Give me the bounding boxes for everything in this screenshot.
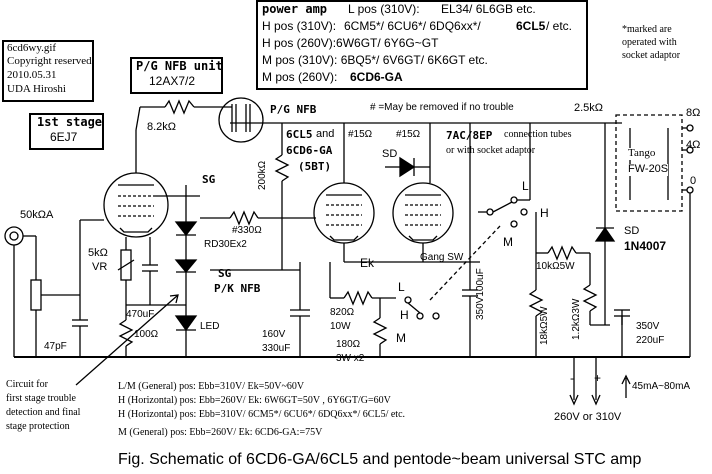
sw-m-lower: M — [396, 331, 406, 345]
r-330: #330Ω — [232, 225, 262, 236]
power-amp-l-tubes: EL34/ 6L6GB etc. — [441, 2, 536, 16]
sw-l-upper: L — [522, 179, 529, 193]
r-15-a: #15Ω — [348, 129, 373, 140]
power-amp-h310-tail: / etc. — [546, 19, 573, 33]
c-470uf: 470uF — [126, 309, 155, 320]
tube-7ac-8ep: 7AC/8EP — [446, 129, 493, 142]
gang-sw-label: Gang SW — [420, 252, 464, 263]
pg-nfb-label: P/G NFB — [270, 103, 317, 116]
c-350v-100uf: 350V100uF — [475, 268, 486, 320]
conn-tubes-1: connection tubes — [504, 129, 572, 140]
led-label: LED — [200, 321, 220, 332]
file-date: 2010.05.31 — [7, 69, 57, 81]
pg-nfb-unit-title: P/G NFB unit — [136, 59, 223, 73]
current-label: 45mA~80mA — [632, 381, 691, 392]
c-330uf: 330uF — [262, 343, 291, 354]
sg-lower-label: SG — [218, 267, 232, 280]
power-amp-m260-label: M pos (260V): — [262, 70, 338, 84]
w-3x2: 3W x2 — [336, 353, 365, 364]
supply-minus: - — [570, 371, 574, 385]
power-amp-m310: M pos (310V): 6BQ5*/ 6V6GT/ 6K6GT etc. — [262, 53, 488, 67]
sw-h-upper: H — [540, 206, 549, 220]
r-15-b: #15Ω — [396, 129, 421, 140]
power-amp-m260-bold: 6CD6-GA — [350, 70, 403, 84]
supply-plus: + — [594, 371, 602, 385]
first-stage-title: 1st stage — [37, 115, 103, 129]
sw-h-lower: H — [400, 308, 409, 322]
diode-1n4007: 1N4007 — [624, 239, 667, 253]
sd-label-tube: SD — [382, 148, 398, 160]
circuit-note-2: first stage trouble — [6, 393, 76, 404]
mode-line-2: H (Horizontal) pos: Ebb=260V/ Ek: 6W6GT=… — [118, 395, 391, 406]
r-820: 820Ω — [330, 307, 355, 318]
vr-label: VR — [92, 261, 108, 273]
pk-nfb-label: P/K NFB — [214, 282, 261, 295]
first-stage-box — [29, 113, 104, 150]
r-200k: 200kΩ — [257, 160, 268, 190]
power-amp-h260: H pos (260V):6W6GT/ 6Y6G~GT — [262, 36, 439, 50]
ek-label: Ek — [360, 256, 375, 270]
rd30-zener: RD30Ex2 — [204, 239, 247, 250]
circuit-note-3: detection and final — [6, 407, 81, 418]
figure-caption: Fig. Schematic of 6CD6-GA/6CL5 and pento… — [118, 451, 642, 468]
mode-line-4: M (General) pos: Ebb=260V/ Ek: 6CD6-GA:=… — [118, 427, 323, 438]
may-remove-note: # =May be removed if no trouble — [370, 102, 514, 113]
file-copyright: Copyright reserved — [7, 55, 92, 67]
c-350v: 350V — [636, 321, 660, 332]
socket-note-2: operated with — [622, 37, 677, 48]
mode-line-3: H (Horizontal) pos: Ebb=310V/ 6CM5*/ 6CU… — [118, 409, 406, 420]
power-amp-h310-label: H pos (310V): — [262, 19, 337, 33]
pg-nfb-unit-box — [130, 57, 223, 94]
out-tube-6cl5: 6CL5 — [286, 128, 313, 141]
sw-m-upper: M — [503, 235, 513, 249]
r-2-5k: 2.5kΩ — [574, 102, 604, 114]
sg-upper-label: SG — [202, 173, 216, 186]
socket-note-1: *marked are — [622, 24, 672, 35]
tango-label: Tango — [628, 147, 656, 160]
r-100: 100Ω — [134, 329, 159, 340]
r-10k: 10kΩ5W — [536, 261, 575, 272]
file-name: 6cd6wy.gif — [7, 42, 57, 54]
out-tube-and: and — [316, 128, 335, 140]
file-author: UDA Hiroshi — [7, 83, 66, 95]
w-10: 10W — [330, 321, 351, 332]
r-50k: 50kΩA — [20, 209, 54, 221]
sw-l-lower: L — [398, 280, 405, 294]
pg-nfb-unit-tube: 12AX7/2 — [149, 74, 196, 88]
r-18k: 18kΩ5W — [539, 306, 550, 345]
power-amp-title: power amp — [262, 2, 328, 16]
r-5k: 5kΩ — [88, 247, 108, 259]
c-160v: 160V — [262, 329, 286, 340]
sd-diode-label: SD — [624, 225, 640, 237]
circuit-note-1: Circuit for — [6, 379, 48, 390]
fw20s-label: FW-20S — [628, 163, 669, 176]
r-1-2k: 1.2kΩ3W — [571, 298, 582, 340]
socket-note-3: socket adaptor — [622, 50, 681, 61]
out-tube-6cd6: 6CD6-GA — [286, 144, 333, 157]
supply-voltage: 260V or 310V — [554, 411, 622, 423]
r-8-2k: 8.2kΩ — [147, 121, 177, 133]
first-stage-tube: 6EJ7 — [50, 130, 78, 144]
out-0: 0 — [690, 175, 697, 187]
r-180: 180Ω — [336, 339, 361, 350]
power-amp-h310-bold: 6CL5 — [516, 19, 546, 33]
conn-tubes-2: or with socket adaptor — [446, 145, 536, 156]
power-amp-h310-tubes: 6CM5*/ 6CU6*/ 6DQ6xx*/ — [344, 19, 481, 33]
out-8-ohm: 8Ω — [686, 107, 701, 119]
circuit-note-4: stage protection — [6, 421, 70, 432]
power-amp-l-label: L pos (310V): — [348, 2, 420, 16]
c-47pf: 47pF — [44, 341, 67, 352]
power-amp-box — [256, 0, 588, 90]
c-220uf: 220uF — [636, 335, 665, 346]
out-tube-base: (5BT) — [298, 160, 332, 173]
mode-line-1: L/M (General) pos: Ebb=310V/ Ek=50V~60V — [118, 381, 305, 392]
out-4-ohm: 4Ω — [686, 139, 701, 151]
file-info-box — [2, 40, 94, 102]
